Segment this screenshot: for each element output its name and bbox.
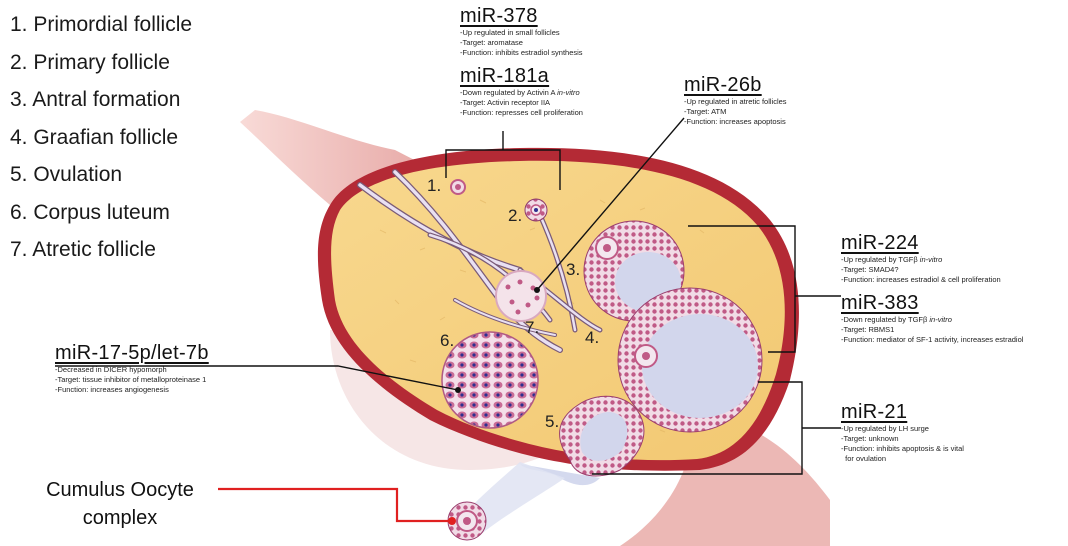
stage-legend: 1. Primordial follicle 2. Primary follic… <box>10 6 192 269</box>
mir224-line: -Function: increases estradiol & cell pr… <box>841 275 1001 285</box>
stage-number-6: 6. <box>440 331 454 351</box>
cumulus-oocyte-label: Cumulus Oocyte complex <box>4 476 236 532</box>
mir383-line1-italic: in-vitro <box>929 315 952 324</box>
mir383-line1-text: -Down regulated by TGFβ <box>841 315 929 324</box>
mir26b-line: -Up regulated in atretic follicles <box>684 97 787 107</box>
stage-number-7: 7. <box>525 318 539 338</box>
mir383-line: -Down regulated by TGFβ in-vitro <box>841 315 1023 325</box>
mir17-pointer-dot <box>455 387 461 393</box>
mir378-line: -Function: inhibits estradiol synthesis <box>460 48 583 58</box>
mir21-line: -Function: inhibits apoptosis & is vital <box>841 444 964 454</box>
legend-item: 5. Ovulation <box>10 156 192 194</box>
cumulus-pointer <box>218 489 452 521</box>
mir26b-line: -Target: ATM <box>684 107 787 117</box>
legend-item: 2. Primary follicle <box>10 44 192 82</box>
mir26b-block: miR-26b -Up regulated in atretic follicl… <box>684 73 787 127</box>
mir224-line1-italic: in-vitro <box>920 255 943 264</box>
legend-item: 4. Graafian follicle <box>10 119 192 157</box>
cumulus-label-line1: Cumulus Oocyte <box>4 476 236 504</box>
legend-item: 7. Atretic follicle <box>10 231 192 269</box>
mir17-line: -Function: increases angiogenesis <box>55 385 209 395</box>
mir21-block: miR-21 -Up regulated by LH surge -Target… <box>841 400 964 464</box>
mir378-line: -Up regulated in small follicles <box>460 28 583 38</box>
stage-number-2: 2. <box>508 206 522 226</box>
mir181a-line: -Target: Activin receptor IIA <box>460 98 583 108</box>
primary-follicle <box>525 199 547 221</box>
mir17-block: miR-17-5p/let-7b -Decreased in DICER hyp… <box>55 341 209 395</box>
mir383-block: miR-383 -Down regulated by TGFβ in-vitro… <box>841 291 1023 345</box>
mir383-line: -Target: RBMS1 <box>841 325 1023 335</box>
mir378-line: -Target: aromatase <box>460 38 583 48</box>
cumulus-label-line2: complex <box>4 504 236 532</box>
mir26b-line: -Function: increases apoptosis <box>684 117 787 127</box>
stage-number-3: 3. <box>566 260 580 280</box>
stage-number-4: 4. <box>585 328 599 348</box>
legend-item: 1. Primordial follicle <box>10 6 192 44</box>
mir181a-line: -Down regulated by Activin A in-vitro <box>460 88 583 98</box>
mir21-line: -Target: unknown <box>841 434 964 444</box>
mir26b-title: miR-26b <box>684 73 787 97</box>
mir17-title: miR-17-5p/let-7b <box>55 341 209 365</box>
mir26b-pointer-dot <box>534 287 540 293</box>
mir224-block: miR-224 -Up regulated by TGFβ in-vitro -… <box>841 231 1001 285</box>
mir378-block: miR-378 -Up regulated in small follicles… <box>460 4 583 58</box>
mir21-line: -Up regulated by LH surge <box>841 424 964 434</box>
mir21-title: miR-21 <box>841 400 964 424</box>
mir383-title: miR-383 <box>841 291 1023 315</box>
mir181a-line: -Function: represses cell proliferation <box>460 108 583 118</box>
atretic-follicle <box>496 271 546 321</box>
mir181a-line1-italic: in-vitro <box>557 88 580 97</box>
mir378-title: miR-378 <box>460 4 583 28</box>
mir21-line: for ovulation <box>841 454 964 464</box>
mir224-line: -Target: SMAD4? <box>841 265 1001 275</box>
mir383-line: -Function: mediator of SF-1 activity, in… <box>841 335 1023 345</box>
legend-item: 3. Antral formation <box>10 81 192 119</box>
mir17-line: -Target: tissue inhibitor of metalloprot… <box>55 375 209 385</box>
mir17-line: -Decreased in DICER hypomorph <box>55 365 209 375</box>
mir224-title: miR-224 <box>841 231 1001 255</box>
graafian-follicle <box>618 288 762 432</box>
primordial-follicle <box>451 180 465 194</box>
stage-number-1: 1. <box>427 176 441 196</box>
legend-item: 6. Corpus luteum <box>10 194 192 232</box>
mir181a-block: miR-181a -Down regulated by Activin A in… <box>460 64 583 118</box>
mir181a-line1-text: -Down regulated by Activin A <box>460 88 557 97</box>
cumulus-pointer-dot <box>448 517 456 525</box>
stage-number-5: 5. <box>545 412 559 432</box>
mir224-line1-text: -Up regulated by TGFβ <box>841 255 920 264</box>
corpus-luteum <box>442 332 538 428</box>
mir224-line: -Up regulated by TGFβ in-vitro <box>841 255 1001 265</box>
mir181a-title: miR-181a <box>460 64 583 88</box>
